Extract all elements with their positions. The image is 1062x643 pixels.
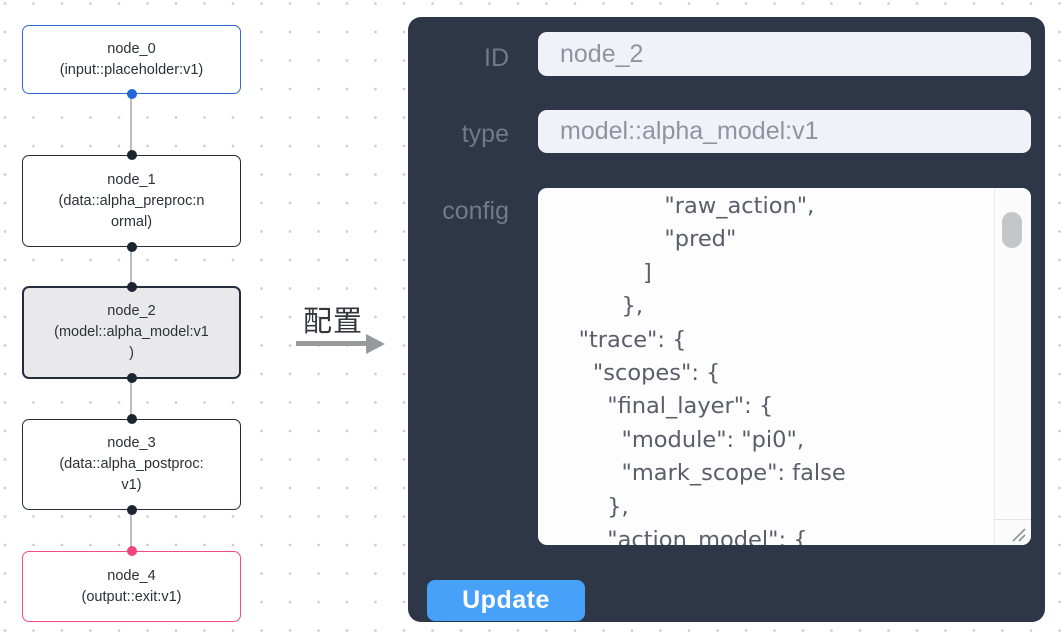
scrollbar-track[interactable] [994,188,1031,545]
config-line: "raw_action", [550,193,815,219]
node-label: node_1 [107,171,156,188]
id-input-value: node_2 [560,39,644,68]
type-label: type [461,120,509,148]
node-label: node_2 [107,303,156,319]
edge-node1-node2 [130,247,132,287]
resize-handle-icon[interactable] [1009,526,1027,542]
config-json-content: "raw_action", "pred" ] }, "trace": { "sc… [550,190,991,545]
config-line: "scopes": { [550,360,721,387]
edge-node3-node4 [130,510,132,552]
config-line: "final_layer": { [550,393,774,420]
node-sublabel: (input::placeholder:v1) [59,61,204,78]
config-line: "trace": { [550,326,687,353]
edge-node2-node3 [130,379,132,420]
flow-node-node_0[interactable]: node_0 (input::placeholder:v1) [22,25,241,99]
node-sublabel: v1) [121,477,142,493]
config-panel: ID node_2 type model::alpha_model:v1 con… [408,17,1045,622]
node-sublabel: (data::alpha_postproc: [59,456,204,472]
config-line: "pred" [550,226,737,253]
config-line: "action_model": { [550,527,808,545]
edge-node0-node1 [130,94,132,155]
id-label: ID [484,44,509,72]
config-label: config [442,197,509,225]
flow-node-node_3[interactable]: node_3 (data::alpha_postproc: v1) [22,414,241,515]
node-sublabel: ormal) [110,213,153,230]
id-input[interactable]: node_2 [538,32,1031,76]
configure-caption: 配置 [302,306,363,338]
port-dot[interactable] [126,242,137,252]
arrow-head-icon [366,333,385,354]
port-dot[interactable] [126,373,137,383]
flow-node-node_4[interactable]: node_4 (output::exit:v1) [22,546,241,622]
scrollbar-corner [994,519,1031,545]
node-sublabel: ) [129,345,134,361]
type-input[interactable]: model::alpha_model:v1 [538,110,1031,153]
node-label: node_0 [107,40,156,57]
config-textarea[interactable]: "raw_action", "pred" ] }, "trace": { "sc… [538,188,1031,545]
port-dot[interactable] [126,282,137,292]
node-sublabel: (model::alpha_model:v1 [54,324,209,340]
node-sublabel: (output::exit:v1) [81,588,182,605]
port-dot[interactable] [126,89,137,99]
arrow-icon [296,341,366,346]
flow-node-node_2-selected[interactable]: node_2 (model::alpha_model:v1 ) [22,282,241,383]
config-line: }, [550,493,629,520]
config-line: }, [550,293,643,320]
scrollbar-thumb[interactable] [1002,212,1022,248]
node-sublabel: (data::alpha_preproc:n [58,192,205,209]
port-dot[interactable] [126,505,137,515]
node-label: node_4 [107,567,156,584]
type-input-value: model::alpha_model:v1 [560,117,819,145]
port-dot[interactable] [126,546,137,556]
config-line: "module": "pi0", [550,426,804,453]
port-dot[interactable] [126,414,137,424]
config-line: "mark_scope": false [550,460,846,487]
config-line: ] [550,259,652,286]
flow-node-node_1[interactable]: node_1 (data::alpha_preproc:n ormal) [22,150,241,252]
port-dot[interactable] [126,150,137,160]
node-label: node_3 [107,435,156,451]
update-button[interactable]: Update [427,580,585,621]
